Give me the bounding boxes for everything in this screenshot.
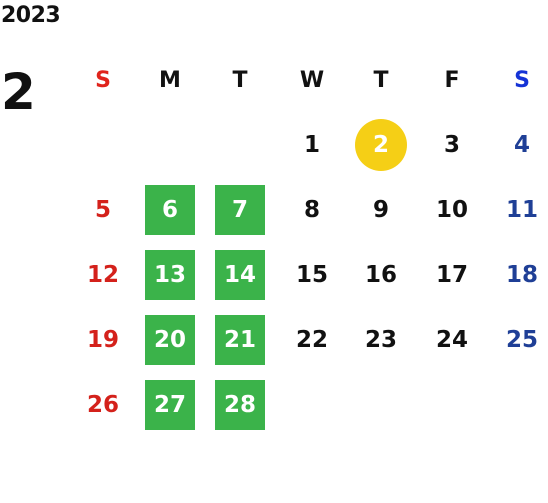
day-cell[interactable]: 16 [346, 242, 416, 307]
weekday-wednesday: W [299, 67, 325, 93]
highlighted-day: 20 [145, 314, 195, 365]
day-number: 15 [295, 261, 328, 288]
day-number: 16 [364, 261, 397, 288]
day-number: 24 [435, 326, 468, 353]
day-cell[interactable]: 9 [346, 177, 416, 242]
day-number: 4 [513, 131, 530, 158]
day-cell-sunday[interactable]: 12 [68, 242, 138, 307]
weekday-sunday: S [95, 67, 111, 93]
day-number: 26 [86, 391, 119, 418]
day-cell-highlighted[interactable]: 28 [205, 372, 275, 437]
calendar-grid: S M T W T F S 1 2 3 4 5 6 7 8 9 10 11 12… [68, 48, 548, 437]
weekday-thursday: T [373, 67, 389, 93]
day-cell[interactable]: 3 [417, 112, 487, 177]
highlighted-day: 21 [215, 314, 265, 365]
week-row: 5 6 7 8 9 10 11 [68, 177, 548, 242]
weekday-tuesday: T [232, 67, 248, 93]
day-cell-saturday[interactable]: 25 [487, 307, 548, 372]
day-cell[interactable]: 17 [417, 242, 487, 307]
year-label: 2023 [1, 3, 61, 28]
day-cell-sunday[interactable]: 26 [68, 372, 138, 437]
day-number: 1 [303, 131, 320, 158]
day-cell-highlighted[interactable]: 27 [135, 372, 205, 437]
day-number: 22 [295, 326, 328, 353]
day-cell-highlighted[interactable]: 21 [205, 307, 275, 372]
day-number: 12 [86, 261, 119, 288]
day-cell-highlighted[interactable]: 14 [205, 242, 275, 307]
day-cell-highlighted[interactable]: 7 [205, 177, 275, 242]
highlighted-day: 7 [215, 184, 265, 235]
weekday-monday: M [159, 67, 181, 93]
day-cell[interactable]: 15 [277, 242, 347, 307]
weekday-saturday: S [514, 67, 530, 93]
day-cell-highlighted[interactable]: 20 [135, 307, 205, 372]
week-row: 26 27 28 [68, 372, 548, 437]
highlighted-day: 6 [145, 184, 195, 235]
day-cell-today[interactable]: 2 [346, 112, 416, 177]
day-cell-sunday[interactable]: 5 [68, 177, 138, 242]
weekday-header: S M T W T F S [68, 48, 548, 112]
day-cell[interactable]: 22 [277, 307, 347, 372]
day-cell-sunday[interactable]: 19 [68, 307, 138, 372]
day-cell[interactable]: 8 [277, 177, 347, 242]
day-number: 25 [505, 326, 538, 353]
day-number: 8 [303, 196, 320, 223]
highlighted-day: 28 [215, 379, 265, 430]
week-row: 1 2 3 4 [68, 112, 548, 177]
day-cell-saturday[interactable]: 18 [487, 242, 548, 307]
highlighted-day: 14 [215, 249, 265, 300]
day-number: 9 [372, 196, 389, 223]
day-number: 19 [86, 326, 119, 353]
day-cell[interactable]: 23 [346, 307, 416, 372]
day-cell[interactable]: 10 [417, 177, 487, 242]
day-cell[interactable]: 1 [277, 112, 347, 177]
day-cell[interactable]: 24 [417, 307, 487, 372]
day-number: 10 [435, 196, 468, 223]
highlighted-day: 27 [145, 379, 195, 430]
day-cell-saturday[interactable]: 4 [487, 112, 548, 177]
today-marker: 2 [355, 118, 407, 171]
day-number: 11 [505, 196, 538, 223]
weekday-friday: F [444, 67, 460, 93]
day-number: 17 [435, 261, 468, 288]
highlighted-day: 13 [145, 249, 195, 300]
week-row: 19 20 21 22 23 24 25 [68, 307, 548, 372]
day-cell-saturday[interactable]: 11 [487, 177, 548, 242]
day-cell-highlighted[interactable]: 6 [135, 177, 205, 242]
month-label: 2 [1, 63, 36, 121]
day-number: 23 [364, 326, 397, 353]
day-cell-highlighted[interactable]: 13 [135, 242, 205, 307]
week-row: 12 13 14 15 16 17 18 [68, 242, 548, 307]
day-number: 5 [94, 196, 111, 223]
day-number: 3 [443, 131, 460, 158]
day-number: 18 [505, 261, 538, 288]
